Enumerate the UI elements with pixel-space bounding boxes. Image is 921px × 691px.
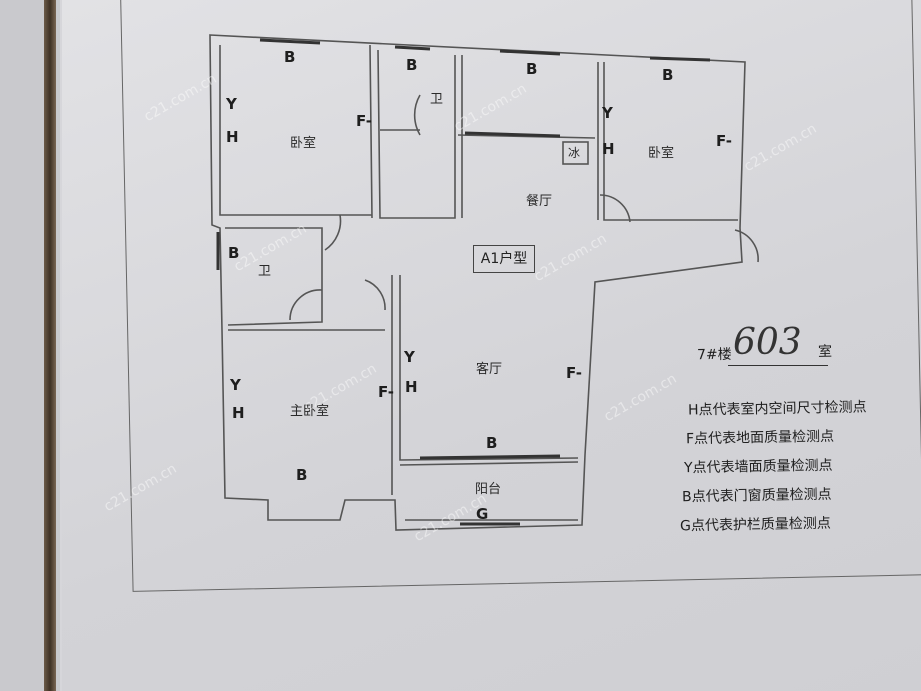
- room-number-underline: [728, 365, 828, 366]
- marker-b: B: [228, 244, 240, 262]
- marker-h: H: [602, 140, 615, 158]
- marker-y: Y: [230, 376, 241, 394]
- marker-b: B: [284, 48, 296, 66]
- marker-b: B: [526, 60, 538, 78]
- marker-b: B: [296, 466, 308, 484]
- fridge-label: 冰: [568, 146, 581, 160]
- marker-y: Y: [404, 348, 415, 366]
- marker-b: B: [406, 56, 418, 74]
- room-label-bathroom-2: 卫: [258, 264, 272, 279]
- marker-f: F-: [716, 132, 733, 150]
- legend-item-y: Y点代表墙面质量检测点: [683, 457, 833, 477]
- building-label: 7#楼: [696, 346, 732, 364]
- room-suffix: 室: [817, 343, 833, 361]
- room-label-bedroom-2: 卧室: [648, 146, 675, 161]
- room-label-bathroom-1: 卫: [430, 92, 444, 107]
- marker-h: H: [226, 128, 239, 146]
- legend-item-f: F点代表地面质量检测点: [685, 428, 835, 448]
- marker-y: Y: [602, 104, 613, 122]
- marker-g: G: [476, 505, 489, 523]
- room-label-dining: 餐厅: [526, 194, 553, 209]
- paper-sheet: [62, 0, 921, 691]
- room-label-balcony: 阳台: [475, 482, 502, 497]
- marker-b: B: [486, 434, 498, 452]
- wall-edge: [44, 0, 56, 691]
- marker-f: F-: [356, 112, 373, 130]
- legend-item-g: G点代表护栏质量检测点: [679, 515, 832, 535]
- marker-h: H: [232, 404, 245, 422]
- room-label-master-bedroom: 主卧室: [290, 404, 330, 419]
- marker-f: F-: [566, 364, 583, 382]
- room-label-bedroom-1: 卧室: [290, 136, 317, 151]
- marker-b: B: [662, 66, 674, 84]
- room-label-living-room: 客厅: [476, 362, 503, 377]
- marker-y: Y: [226, 95, 237, 113]
- legend-item-b: B点代表门窗质量检测点: [681, 486, 832, 506]
- marker-f: F-: [378, 383, 395, 401]
- plan-type-label: A1户型: [473, 245, 535, 273]
- marker-h: H: [405, 378, 418, 396]
- room-number-handwritten: 603: [733, 322, 802, 363]
- legend-item-h: H点代表室内空间尺寸检测点: [687, 399, 867, 419]
